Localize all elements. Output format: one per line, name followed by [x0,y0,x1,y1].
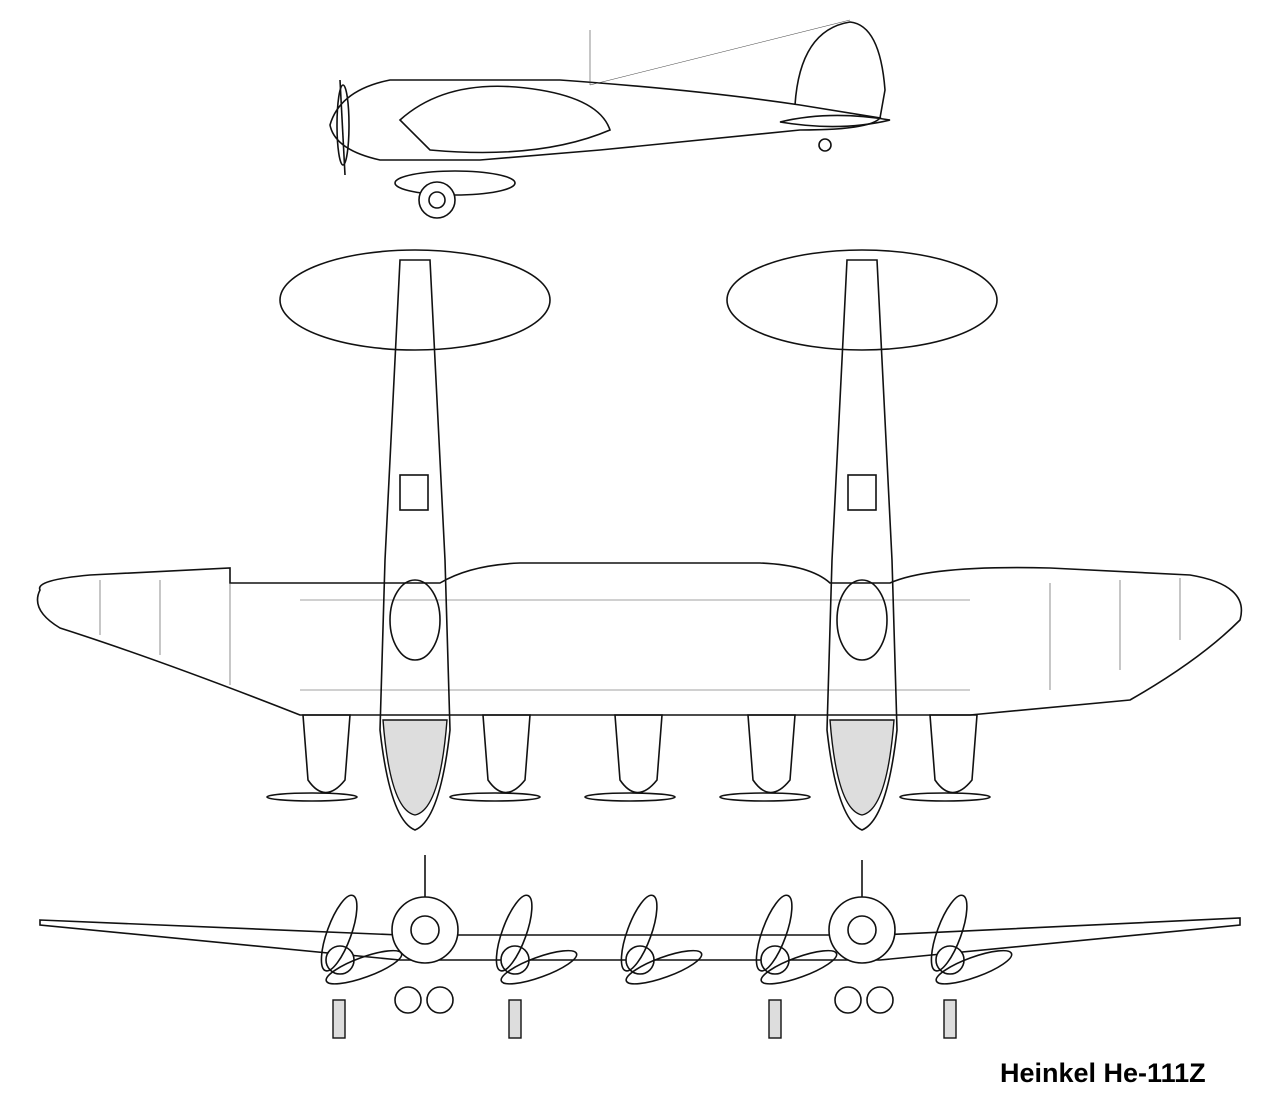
drawing-caption: Heinkel He-111Z [1000,1058,1206,1088]
side-view [329,19,891,219]
front-view [39,855,1241,1039]
top-view [36,249,1243,831]
